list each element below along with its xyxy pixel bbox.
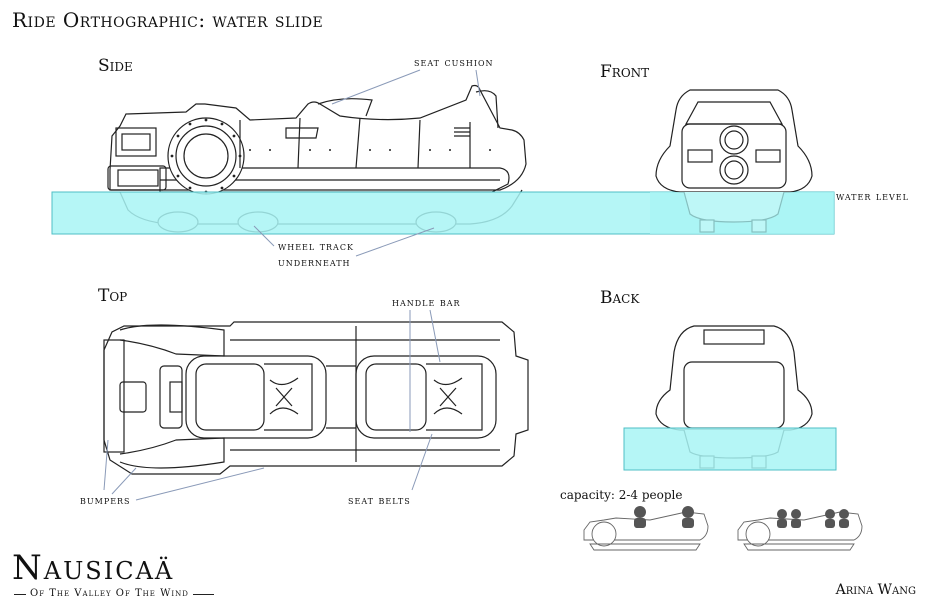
view-label-side: Side <box>98 56 133 76</box>
callout-seat-cushion: seat cushion <box>414 56 494 69</box>
view-label-front: Front <box>600 62 650 82</box>
logo-subtitle: Of The Valley Of The Wind <box>26 588 193 599</box>
callout-seat-belts: seat belts <box>348 494 411 507</box>
artist-signature: Arina Wang <box>835 582 916 598</box>
capacity-thumbnail-2 <box>583 511 709 551</box>
top-view-vehicle <box>103 321 529 475</box>
callout-underneath: underneath <box>278 256 351 269</box>
callout-wheel-track: wheel track <box>278 240 354 253</box>
callout-bumpers: bumpers <box>80 494 131 507</box>
view-label-top: Top <box>98 286 128 306</box>
view-label-back: Back <box>600 288 640 308</box>
water-level-band-back <box>623 427 837 471</box>
water-level-band-front <box>650 192 834 234</box>
capacity-label: capacity: 2-4 people <box>560 488 683 502</box>
callout-water-level: water level <box>836 190 909 203</box>
rider-silhouettes-2 <box>634 506 694 528</box>
diagram-title: Ride Orthographic: water slide <box>12 8 324 32</box>
callout-lines <box>103 69 481 501</box>
rider-silhouettes-4 <box>777 509 849 528</box>
callout-handle-bar: handle bar <box>392 296 461 309</box>
logo-title: Nausicaä <box>12 548 175 588</box>
